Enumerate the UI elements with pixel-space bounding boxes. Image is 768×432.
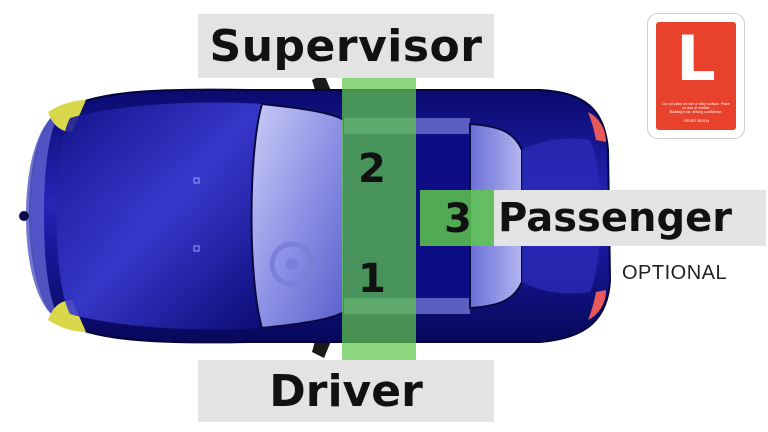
l-plate-tagline: Building trust, driving confidence. [669, 110, 723, 114]
seat-number-1: 1 [358, 256, 386, 302]
tail-light-bottom [588, 290, 606, 320]
passenger-seat-highlight [420, 190, 496, 246]
passenger-label: Passenger [494, 190, 766, 246]
l-plate-letter: L [676, 22, 716, 95]
l-plate-code: ORDER 3BJ014 [682, 119, 710, 123]
front-left-headlight [48, 100, 86, 132]
supervisor-label: Supervisor [198, 14, 494, 78]
optional-note: OPTIONAL [622, 262, 728, 284]
seat-number-3: 3 [444, 196, 472, 242]
front-bumper [26, 112, 60, 320]
l-plate-sign: L Do not place on wet or dirty surface. … [648, 14, 744, 138]
front-right-headlight [48, 300, 86, 332]
driver-label: Driver [198, 360, 494, 422]
front-badge [19, 211, 29, 221]
seat-number-2: 2 [358, 146, 386, 192]
windshield [250, 102, 345, 330]
hood-vent-top [193, 177, 200, 184]
tail-light-top [588, 112, 606, 142]
l-plate-notice: Do not place on wet or dirty surface. Pl… [662, 102, 730, 111]
l-plate-red-panel: L Do not place on wet or dirty surface. … [656, 22, 736, 130]
steering-wheel [269, 241, 315, 287]
hood-vent-bottom [193, 245, 200, 252]
driver-supervisor-seat-strip [342, 78, 416, 360]
hood [56, 102, 262, 330]
